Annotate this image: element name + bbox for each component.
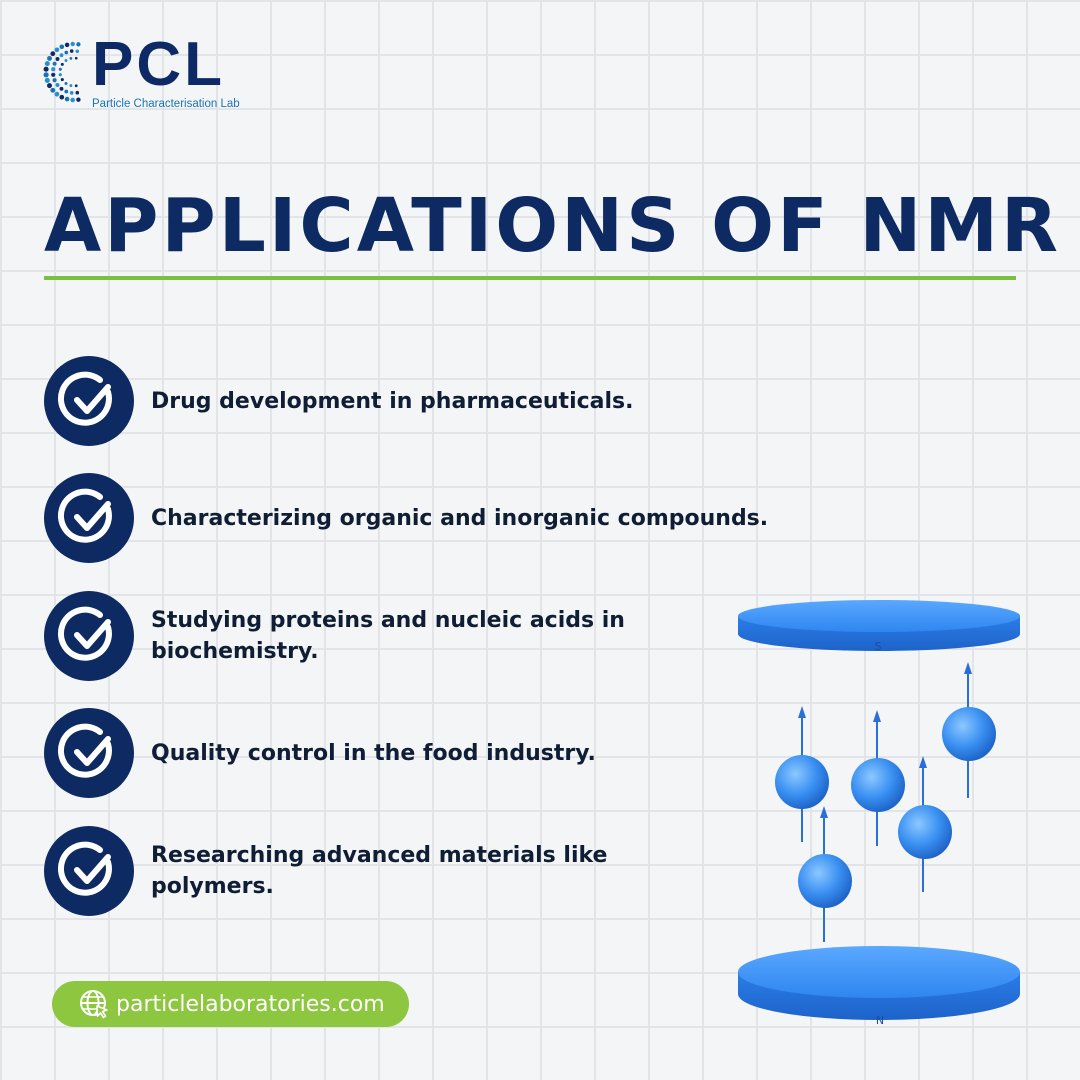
logo-dot bbox=[54, 47, 60, 53]
logo-dot bbox=[51, 72, 56, 77]
logo-dot bbox=[43, 66, 49, 72]
logo-dot bbox=[44, 61, 50, 67]
logo-dot bbox=[74, 56, 78, 60]
south-pole-plate: S bbox=[738, 600, 1020, 653]
logo-dot bbox=[60, 62, 64, 66]
logo-dot bbox=[43, 72, 49, 78]
logo-dot bbox=[64, 50, 69, 55]
logo-dot bbox=[52, 61, 57, 66]
logo-dot bbox=[70, 97, 75, 103]
logo-dot bbox=[76, 42, 81, 47]
logo-dot bbox=[75, 90, 80, 95]
logo-dot bbox=[64, 89, 69, 94]
list-item-text: Characterizing organic and inorganic com… bbox=[151, 505, 769, 531]
globe-cursor-icon bbox=[80, 990, 108, 1019]
list-item-text: Quality control in the food industry. bbox=[151, 740, 596, 766]
logo-dot bbox=[50, 87, 56, 93]
list-item-5: Researching advanced materials like poly… bbox=[44, 826, 684, 918]
north-pole-label: N bbox=[876, 1014, 884, 1027]
list-item-text: Researching advanced materials like poly… bbox=[151, 843, 608, 899]
list-item-text: Studying proteins and nucleic acids in b… bbox=[151, 608, 625, 664]
logo-dot bbox=[60, 78, 64, 82]
logo-dot bbox=[47, 55, 52, 61]
south-pole-label: S bbox=[875, 640, 882, 653]
website-link[interactable]: particlelaboratories.com bbox=[52, 981, 409, 1027]
logo-dot bbox=[64, 96, 70, 102]
logo-dot bbox=[64, 59, 68, 62]
spin-particle bbox=[898, 756, 952, 892]
logo-tagline: Particle Characterisation Lab bbox=[92, 98, 240, 110]
logo-dot bbox=[64, 42, 70, 48]
north-pole-plate: N bbox=[738, 946, 1020, 1027]
logo-dot bbox=[69, 49, 74, 53]
spin-particle bbox=[851, 710, 905, 846]
logo-dot bbox=[74, 84, 78, 88]
logo-dot bbox=[59, 86, 64, 91]
logo-dot-ring-icon bbox=[43, 41, 81, 103]
logo-dot bbox=[51, 67, 56, 72]
check-circle-icon bbox=[44, 591, 134, 681]
logo-dot bbox=[69, 84, 73, 88]
list-item-4: Quality control in the food industry. bbox=[44, 708, 684, 800]
brand-logo: PCL Particle Characterisation Lab bbox=[40, 30, 300, 114]
logo-dot bbox=[75, 49, 80, 54]
logo-dot bbox=[76, 97, 81, 102]
check-circle-icon bbox=[44, 356, 134, 446]
nmr-magnet-illustration: S N bbox=[738, 600, 1020, 1027]
logo-dot bbox=[55, 57, 60, 61]
spin-particle bbox=[775, 706, 829, 842]
logo-text: PCL bbox=[92, 30, 225, 99]
check-circle-icon bbox=[44, 473, 134, 563]
check-circle-icon bbox=[44, 708, 134, 798]
logo-dot bbox=[44, 77, 50, 83]
spin-particle bbox=[798, 806, 852, 942]
title-underline bbox=[44, 276, 1016, 280]
logo-dot bbox=[59, 44, 65, 50]
logo-dot bbox=[59, 53, 64, 58]
logo-dot bbox=[52, 78, 57, 83]
logo-dot bbox=[50, 51, 56, 57]
list-item-1: Drug development in pharmaceuticals. bbox=[44, 356, 684, 448]
logo-dot bbox=[58, 73, 62, 77]
logo-dot bbox=[69, 91, 74, 95]
logo-dot bbox=[54, 91, 60, 97]
logo-dot bbox=[70, 41, 75, 47]
logo-dot bbox=[55, 83, 60, 87]
logo-dot bbox=[58, 67, 62, 71]
website-url: particlelaboratories.com bbox=[116, 991, 385, 1017]
logo-dot bbox=[69, 57, 73, 60]
list-item-2: Characterizing organic and inorganic com… bbox=[44, 473, 768, 565]
check-circle-icon bbox=[44, 826, 134, 916]
page-title: APPLICATIONS OF NMR bbox=[44, 183, 1061, 269]
logo-dot bbox=[47, 83, 52, 89]
logo-dot bbox=[64, 82, 68, 85]
list-item-3: Studying proteins and nucleic acids in b… bbox=[44, 591, 684, 683]
spin-particle bbox=[942, 662, 996, 798]
logo-dot bbox=[59, 94, 65, 100]
list-item-text: Drug development in pharmaceuticals. bbox=[151, 388, 634, 414]
